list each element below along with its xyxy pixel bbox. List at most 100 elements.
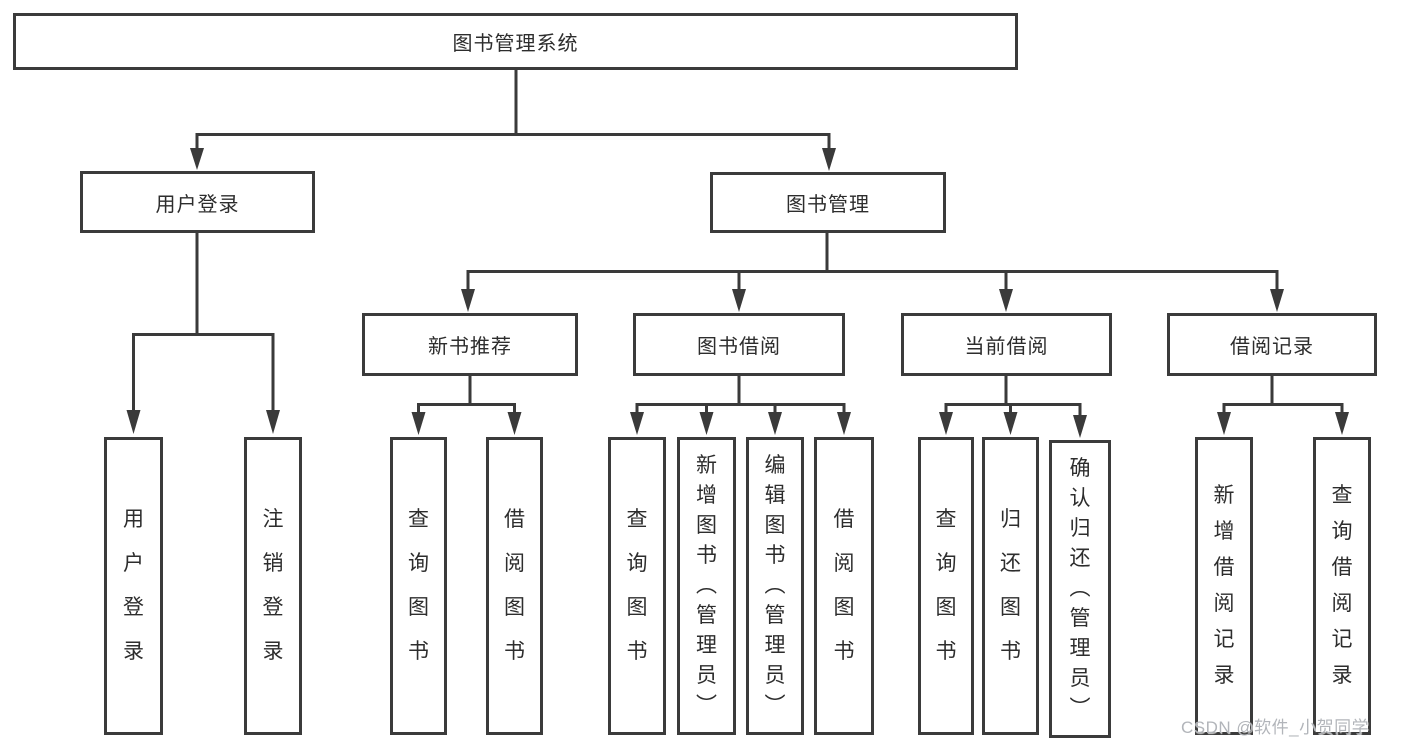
leaf-recommend-query-book: 查询图书 (390, 437, 447, 735)
vertical-char: 确 (1069, 457, 1091, 480)
vertical-char: 理 (1069, 637, 1091, 660)
arrowhead-down-icon (732, 289, 746, 312)
vertical-char: 询 (626, 552, 648, 575)
csdn-watermark: CSDN @软件_小贺同学 (1181, 718, 1370, 737)
vertical-char: 认 (1069, 487, 1091, 510)
node-borrow-records: 借阅记录 (1167, 313, 1377, 376)
connector-root-to-level2 (195, 69, 831, 151)
vertical-char: 增 (1213, 520, 1235, 543)
vertical-char: 归 (1000, 508, 1021, 531)
vertical-char: 户 (123, 552, 144, 575)
arrowhead-down-icon (126, 410, 141, 434)
vertical-char: 书 (1000, 640, 1021, 663)
vertical-char: ︶ (696, 694, 717, 717)
vertical-char: 查 (408, 508, 429, 531)
vertical-char: 询 (1331, 520, 1353, 543)
vertical-char: 图 (833, 596, 855, 619)
vertical-char: 阅 (1331, 592, 1353, 615)
connector-userlogin-to-children (132, 233, 275, 412)
arrowhead-down-icon (1073, 415, 1087, 438)
vertical-char: ︶ (1069, 697, 1091, 720)
vertical-char: 记 (1213, 628, 1235, 651)
leaf-current-query-book: 查询图书 (918, 437, 974, 735)
node-book-borrow: 图书借阅 (633, 313, 845, 376)
arrowhead-down-icon (768, 412, 782, 435)
vertical-char: 图 (1000, 596, 1021, 619)
vertical-char: 录 (123, 640, 144, 663)
vertical-char: 查 (626, 508, 648, 531)
connector-bookmgmt-to-level3 (466, 233, 1279, 291)
vertical-char: 借 (833, 508, 855, 531)
vertical-char: 询 (935, 552, 957, 575)
vertical-char: 员 (696, 664, 717, 687)
leaf-logout: 注销登录 (244, 437, 302, 735)
vertical-char: 图 (935, 596, 957, 619)
vertical-char: 阅 (1213, 592, 1235, 615)
vertical-char: 图 (408, 596, 429, 619)
arrowhead-down-icon (411, 412, 426, 435)
vertical-char: 书 (833, 640, 855, 663)
vertical-char: 询 (408, 552, 429, 575)
vertical-char: 阅 (833, 552, 855, 575)
leaf-user-login: 用户登录 (104, 437, 163, 735)
node-new-book-recommend: 新书推荐 (362, 313, 578, 376)
vertical-char: 借 (1213, 556, 1235, 579)
leaf-recommend-borrow-book: 借阅图书 (486, 437, 543, 735)
vertical-char: 图 (696, 514, 717, 537)
vertical-char: 理 (696, 634, 717, 657)
vertical-char: 书 (626, 640, 648, 663)
connector-currentborrow-to-children (944, 376, 1082, 418)
vertical-char: 查 (935, 508, 957, 531)
vertical-char: 员 (764, 664, 786, 687)
vertical-char: 书 (504, 640, 525, 663)
leaf-borrow-query-book: 查询图书 (608, 437, 666, 735)
vertical-char: 管 (1069, 607, 1091, 630)
connector-bookborrow-to-children (635, 376, 846, 414)
vertical-char: 还 (1069, 547, 1091, 570)
vertical-char: 录 (1331, 664, 1353, 687)
arrowhead-down-icon (507, 412, 522, 435)
arrowhead-down-icon (822, 148, 836, 171)
vertical-char: 编 (764, 454, 786, 477)
connector-borrowrecords-to-children (1222, 376, 1344, 414)
vertical-char: 销 (262, 552, 284, 575)
arrowhead-down-icon (837, 412, 851, 435)
vertical-char: 管 (764, 604, 786, 627)
vertical-char: 借 (504, 508, 525, 531)
vertical-char: ︵ (696, 574, 717, 597)
vertical-char: 书 (764, 544, 786, 567)
node-user-login: 用户登录 (80, 171, 315, 233)
vertical-char: 借 (1331, 556, 1353, 579)
connector-newbook-to-children (417, 376, 516, 414)
leaf-borrow-edit-book-admin: 编辑图书︵管理员︶ (746, 437, 804, 735)
arrowhead-down-icon (1270, 289, 1284, 312)
arrowhead-down-icon (1335, 412, 1349, 435)
vertical-char: 注 (262, 508, 284, 531)
vertical-char: 新 (1213, 484, 1235, 507)
vertical-char: 图 (626, 596, 648, 619)
vertical-char: 书 (935, 640, 957, 663)
vertical-char: 登 (123, 596, 144, 619)
vertical-char: 书 (408, 640, 429, 663)
vertical-char: 阅 (504, 552, 525, 575)
vertical-char: 还 (1000, 552, 1021, 575)
arrowhead-down-icon (1217, 412, 1231, 435)
leaf-borrow-add-book-admin: 新增图书︵管理员︶ (677, 437, 736, 735)
vertical-char: 新 (696, 454, 717, 477)
vertical-char: 用 (123, 508, 144, 531)
node-current-borrow: 当前借阅 (901, 313, 1112, 376)
vertical-char: 增 (696, 484, 717, 507)
vertical-char: 记 (1331, 628, 1353, 651)
node-book-management: 图书管理 (710, 172, 946, 233)
vertical-char: ︵ (764, 574, 786, 597)
vertical-char: 管 (696, 604, 717, 627)
vertical-char: ︵ (1069, 577, 1091, 600)
arrowhead-down-icon (939, 412, 953, 435)
leaf-current-confirm-return-admin: 确认归还︵管理员︶ (1049, 440, 1111, 738)
vertical-char: 理 (764, 634, 786, 657)
leaf-borrow-borrow-book: 借阅图书 (814, 437, 874, 735)
leaf-records-add-record: 新增借阅记录 (1195, 437, 1253, 735)
vertical-char: ︶ (764, 694, 786, 717)
